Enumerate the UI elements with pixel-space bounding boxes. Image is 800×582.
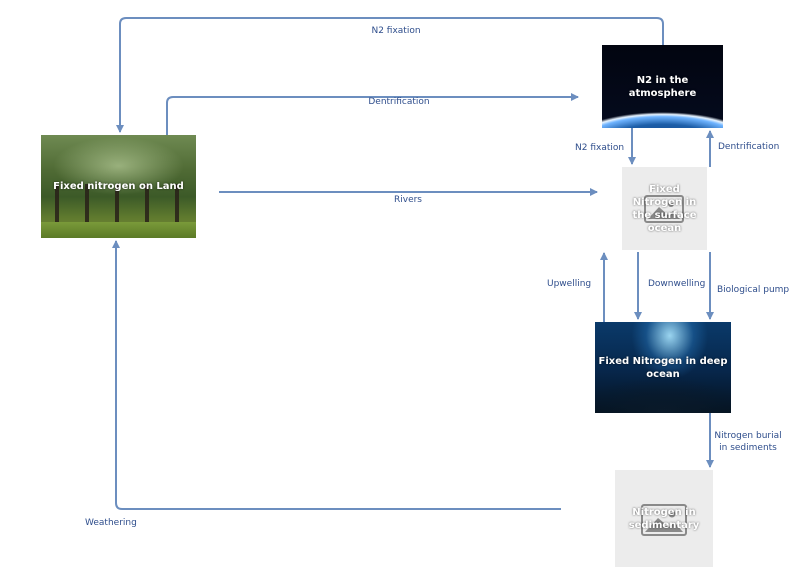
node-label-land: Fixed nitrogen on Land xyxy=(53,181,184,192)
image-placeholder-icon xyxy=(641,504,687,536)
edge-label-downwelling: Downwelling xyxy=(648,279,706,289)
node-nitrogen-sediments: Nitrogen in sedimentary xyxy=(615,470,713,567)
node-fixed-nitrogen-land: Fixed nitrogen on Land xyxy=(41,135,196,238)
node-label-sediments: Nitrogen in sedimentary xyxy=(628,506,700,531)
edge-label-denitrification-land: Dentrification xyxy=(368,97,430,107)
node-label-atmosphere: N2 in the atmosphere xyxy=(628,74,697,99)
node-fixed-nitrogen-deep-ocean: Fixed Nitrogen in deep ocean xyxy=(595,322,731,413)
forest-ground xyxy=(41,222,196,238)
edge-denitrification-land xyxy=(166,93,579,135)
edge-label-biological-pump: Biological pump xyxy=(717,285,790,295)
node-label-deep-ocean: Fixed Nitrogen in deep ocean xyxy=(598,355,728,380)
edge-label-rivers: Rivers xyxy=(393,195,423,205)
edge-label-weathering: Weathering xyxy=(85,518,137,528)
image-placeholder-icon xyxy=(644,195,684,223)
forest-trunks xyxy=(41,184,196,224)
edge-label-burial-line2: in sediments xyxy=(719,443,777,453)
node-label-surface-ocean: Fixed Nitrogen in the surface ocean xyxy=(632,183,697,234)
edge-label-n2-fixation-ocean: N2 fixation xyxy=(575,143,625,153)
edge-label-denitrification-ocean: Dentrification xyxy=(718,142,780,152)
edge-label-n2-fixation-top: N2 fixation xyxy=(371,26,421,36)
edge-weathering xyxy=(112,240,561,510)
node-fixed-nitrogen-surface-ocean: Fixed Nitrogen in the surface ocean xyxy=(622,167,707,250)
node-n2-atmosphere: N2 in the atmosphere xyxy=(602,45,723,128)
edge-n2-fixation-top xyxy=(116,17,664,133)
edge-label-upwelling: Upwelling xyxy=(547,279,592,289)
edge-label-burial-line1: Nitrogen burial xyxy=(714,431,782,441)
